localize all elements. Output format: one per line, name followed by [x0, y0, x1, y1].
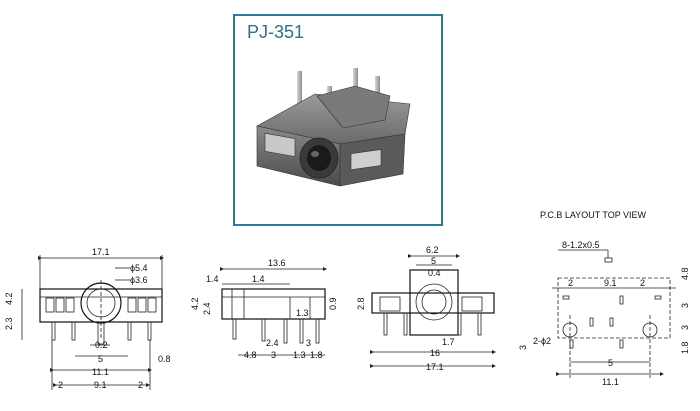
pcb-dim-r3: 3	[680, 325, 690, 330]
front-dim-edge-left: 2	[58, 380, 63, 390]
rear-dim-inner-w: 5	[431, 256, 436, 266]
side-dim-right-h: 0.9	[328, 297, 338, 310]
side-dim-b3: 3	[271, 350, 276, 360]
side-dim-top-a: 1.4	[206, 274, 219, 284]
side-dim-h-outer: 4.2	[190, 297, 200, 310]
pcb-dim-r1: 4.8	[680, 267, 690, 280]
rear-dim-small: 1.7	[442, 337, 455, 347]
product-photo-panel: PJ-351	[233, 14, 443, 226]
jack-render-image	[256, 68, 411, 187]
side-dim-top-b: 1.4	[252, 274, 265, 284]
front-dim-offset: 0.2	[95, 340, 108, 350]
front-dim-pin-width: 0.8	[158, 354, 171, 364]
rear-view-drawing: 6.2 5 0.4 2.8 1.7 16 17.1	[356, 245, 496, 372]
rear-dim-top-w: 6.2	[426, 245, 439, 255]
product-title: PJ-351	[247, 22, 305, 42]
front-dim-base: 2.3	[4, 317, 14, 330]
pcb-dim-top-r: 2	[640, 278, 645, 288]
pcb-dim-bot-w: 11.1	[602, 377, 619, 387]
rear-dim-gap: 0.4	[428, 268, 441, 278]
pcb-dim-bot-c: 5	[608, 358, 613, 368]
rear-dim-mid: 16	[430, 348, 440, 358]
pcb-heading: P.C.B LAYOUT TOP VIEW	[540, 210, 647, 220]
front-dim-pin-span: 11.1	[92, 367, 109, 377]
front-dim-height: 4.2	[4, 292, 14, 305]
pcb-dim-r2: 3	[680, 303, 690, 308]
side-dim-b1: 4.8	[244, 350, 257, 360]
side-dim-h-inner: 2.4	[202, 302, 212, 315]
pcb-dim-r4: 1.8	[680, 341, 690, 354]
side-dim-pin-off: 1.3	[296, 308, 309, 318]
front-dim-pitch: 5	[98, 354, 103, 364]
pcb-dim-slots: 8-1.2x0.5	[562, 240, 600, 250]
front-view-drawing: 17.1 4.2 2.3 ϕ5.4 ϕ3.6 0.2 5 11.1 0.8 2 …	[4, 247, 171, 390]
rear-dim-h: 2.8	[356, 297, 366, 310]
front-dim-center: 9.1	[94, 380, 107, 390]
pcb-layout-drawing: P.C.B LAYOUT TOP VIEW 8-1.2x0.5 2 9.1 2 …	[518, 210, 690, 387]
pcb-dim-top-l: 2	[568, 278, 573, 288]
side-dim-b4: 3	[306, 338, 311, 348]
side-dim-b2: 2.4	[266, 338, 279, 348]
pcb-dim-holes: 2-ϕ2	[533, 336, 551, 346]
front-dim-hole-inner: ϕ3.6	[130, 275, 148, 285]
side-dim-b5: 1.3	[293, 350, 306, 360]
front-dim-hole-outer: ϕ5.4	[130, 263, 148, 273]
front-dim-width: 17.1	[92, 247, 110, 257]
pcb-dim-top-c: 9.1	[604, 278, 617, 288]
pcb-dim-left-h: 3	[518, 345, 528, 350]
side-dim-b6: 1.8	[310, 350, 323, 360]
rear-dim-total: 17.1	[426, 362, 444, 372]
front-dim-edge-right: 2	[138, 380, 143, 390]
side-view-drawing: 13.6 1.4 1.4 4.2 2.4 0.9 1.3 4.8 2.4 3 3…	[190, 258, 338, 360]
side-dim-length: 13.6	[268, 258, 286, 268]
